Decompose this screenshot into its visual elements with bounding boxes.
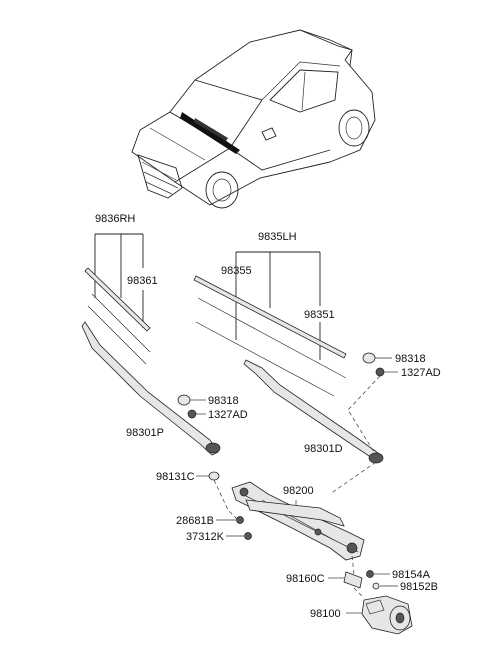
label-98361: 98361 — [127, 275, 158, 287]
crank-nut — [366, 570, 374, 578]
label-9836rh: 9836RH — [95, 213, 135, 225]
linkage-group: 98131C 98200 28681B 37312K — [156, 471, 365, 561]
label-1327ad-right: 1327AD — [401, 367, 441, 379]
rh-blade — [84, 267, 151, 332]
lh-blade — [193, 275, 347, 359]
label-98154a: 98154A — [392, 569, 431, 581]
crank-washer — [372, 582, 380, 590]
bolt-a — [236, 516, 244, 524]
label-37312k: 37312K — [186, 531, 225, 543]
label-98355: 98355 — [221, 265, 252, 277]
nut-right — [375, 367, 385, 377]
label-98301p: 98301P — [126, 427, 164, 439]
label-28681b: 28681B — [176, 515, 214, 527]
label-98301d: 98301D — [304, 443, 343, 455]
label-98100: 98100 — [310, 608, 341, 620]
label-98318-left: 98318 — [208, 395, 239, 407]
nut-left — [187, 409, 197, 419]
cap-left — [177, 394, 191, 406]
label-1327ad-left: 1327AD — [208, 409, 248, 421]
label-98152b: 98152B — [400, 581, 438, 593]
rh-wiper-arm — [81, 321, 219, 456]
rh-wiper-group: 9836RH 98361 98301P 98318 1327AD — [81, 213, 248, 456]
crank-arm — [343, 571, 363, 589]
bolt-b — [244, 532, 252, 540]
label-98131c: 98131C — [156, 471, 195, 483]
motor-group: 98154A 98152B 98160C 98100 — [286, 555, 438, 635]
label-98200: 98200 — [283, 485, 314, 497]
pivot-cap — [208, 471, 220, 481]
label-9835lh: 9835LH — [258, 231, 297, 243]
lh-wiper-group: 9835LH 98355 98351 98301D 98318 1327AD — [193, 231, 441, 495]
label-98160c: 98160C — [286, 573, 325, 585]
car-illustration — [131, 29, 376, 209]
label-98351: 98351 — [304, 309, 335, 321]
cap-right — [362, 352, 376, 364]
label-98318-right: 98318 — [395, 353, 426, 365]
